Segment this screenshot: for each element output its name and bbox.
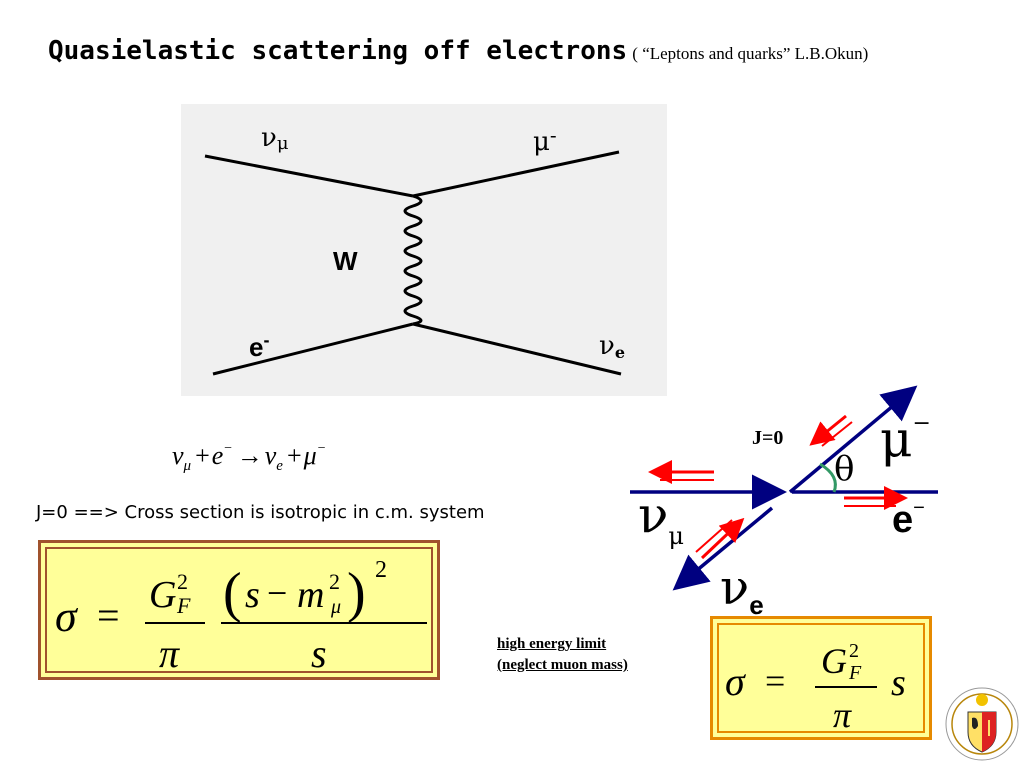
label-electron: e- [249,330,269,362]
university-seal-logo [944,686,1020,766]
f2-g-sub: F [848,662,862,684]
high-energy-line1: high energy limit [497,636,607,652]
formula-box-inner-border [45,547,433,673]
incoming-neutrino-line [204,154,414,198]
f1-pi: π [159,631,180,676]
feynman-diagram: νμ μ- W e- νe [181,104,667,396]
label-j-zero: J=0 [752,427,783,449]
w-boson-propagator [403,194,423,326]
reaction-svg: νμ+e−→νe+μ− [172,441,326,474]
f2-pi: π [833,695,852,735]
spin-arrow-nu-e [695,517,745,560]
high-energy-line2: (neglect muon mass) [497,657,628,673]
feynman-svg: νμ μ- W e- νe [204,123,625,376]
label-nu-mu: νμ [261,123,289,154]
f2-sigma: σ [725,659,746,704]
f1-s: s [245,574,260,616]
reaction-text: νμ+e−→νe+μ− [172,441,326,474]
label-electron-kin: e− [892,497,925,541]
label-nu-e: νe [599,331,625,362]
f1-sigma: σ [55,592,79,641]
f1-g-sub: F [176,593,191,618]
high-energy-limit-label: high energy limit (neglect muon mass) [497,634,628,676]
f2-g: G [821,641,847,681]
label-mu-minus-kin: μ− [880,410,931,468]
spin-arrow-electron [844,486,908,510]
incoming-electron-line [212,322,414,376]
label-theta: θ [834,449,854,489]
label-nu-e-kin: νe [720,560,764,620]
f1-m: m [297,574,324,616]
label-w-boson: W [333,246,358,276]
reaction-equation: νμ+e−→νe+μ− [168,432,408,480]
f1-outer-sup: 2 [375,557,387,583]
f2-s: s [891,662,906,704]
f1-numerator-g: G [149,574,176,616]
label-mu-minus: μ- [533,123,557,157]
seal-svg [945,687,1019,761]
formula-box2-inner-border [717,623,925,733]
title-main: Quasielastic scattering off electrons [48,36,628,66]
f1-equals: = [97,593,120,638]
outgoing-muon-line [412,150,620,198]
cross-section-formula: σ = G 2 F π ( s − m 2 μ ) 2 s [55,557,427,676]
label-nu-mu-kin: νμ [638,486,684,550]
f2-equals: = [765,661,785,701]
kinematics-diagram: J=0 θ μ− e− νμ νe [620,380,950,624]
kinematics-svg: J=0 θ μ− e− νμ νe [630,385,938,620]
slide-title: Quasielastic scattering off electrons ( … [48,36,868,66]
theta-angle-arc [819,462,837,493]
f1-minus: − [267,573,287,613]
outgoing-neutrino-line [412,322,622,376]
f1-g-sup: 2 [177,569,188,594]
f1-denominator-s: s [311,631,327,676]
f1-m-sub: μ [330,596,341,618]
f1-lparen: ( [223,562,242,624]
muon-direction-line [788,385,918,494]
nu-e-direction-line [672,506,774,591]
isotropy-statement: J=0 ==> Cross section is isotropic in c.… [36,502,485,523]
spin-arrow-muon [809,414,853,447]
title-reference: ( “Leptons and quarks” L.B.Okun) [632,44,869,63]
spin-arrow-nu-mu [648,460,714,484]
cross-section-formula-box: σ = G 2 F π ( s − m 2 μ ) 2 s [38,540,440,680]
f1-m-sup: 2 [329,569,340,594]
f2-g-sup: 2 [849,640,859,662]
f1-rparen: ) [347,562,366,624]
high-energy-formula: σ = G 2 F π s [725,640,906,735]
high-energy-formula-box: σ = G 2 F π s [710,616,932,740]
